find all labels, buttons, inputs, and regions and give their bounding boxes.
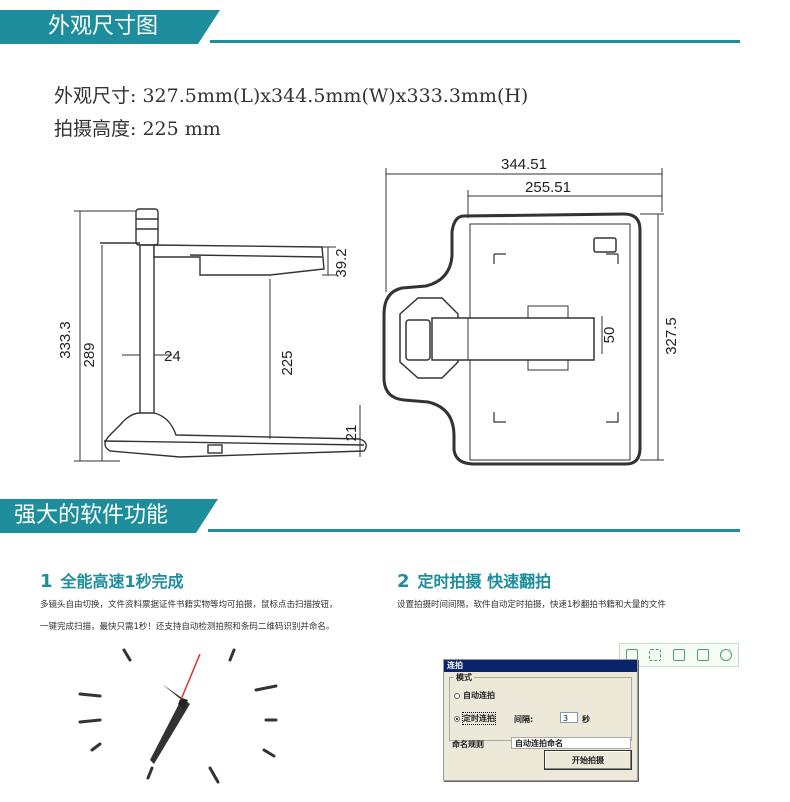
section-header-dimensions: 外观尺寸图 <box>0 10 740 44</box>
mode-group: 模式 <box>449 672 632 741</box>
section-rule <box>210 40 740 43</box>
side-view-drawing: 333.3 289 39.2 225 24 21 <box>60 208 367 462</box>
naming-field[interactable]: 自动连拍命名 <box>511 737 631 749</box>
interval-unit: 秒 <box>582 715 590 724</box>
feature-1-title: 1 全能高速1秒完成 <box>40 568 184 592</box>
feature-2-title: 2 定时拍摄 快速翻拍 <box>397 568 551 592</box>
spec-capture-height: 拍摄高度: 225 mm <box>54 118 221 140</box>
section-rule <box>208 529 740 532</box>
save-icon[interactable] <box>672 649 685 661</box>
dim-pole-width: 24 <box>164 348 181 365</box>
dim-total-width: 344.51 <box>501 156 547 173</box>
clock-illustration <box>78 648 278 784</box>
dim-total-length: 327.5 <box>663 317 680 355</box>
expand-icon[interactable] <box>649 649 662 661</box>
feature-number: 1 <box>40 571 53 592</box>
feature-number: 2 <box>397 571 410 592</box>
radio-auto-capture[interactable]: 自动连拍 <box>454 690 495 701</box>
desc-line: 一键完成扫描，最快只需1秒！还支持自动检测拍照和条码二维码识别并命名。 <box>40 622 335 632</box>
export-icon[interactable] <box>696 649 709 661</box>
start-capture-button[interactable]: 开始拍摄 <box>544 750 632 770</box>
spec-text: 外观尺寸: 327.5mm(L)x344.5mm(W)x333.3mm(H) 拍… <box>54 80 528 146</box>
radio-dot[interactable] <box>454 692 460 699</box>
dim-inner-width: 255.51 <box>525 179 571 196</box>
desc-line: 多镜头自由切换，文件资料票据证件书籍实物等均可拍摄，鼠标点击扫描按钮， <box>40 600 338 610</box>
dim-capture-height: 225 <box>279 350 296 375</box>
radio-label: 自动连拍 <box>463 691 495 700</box>
feature-1-desc: 多镜头自由切换，文件资料票据证件书籍实物等均可拍摄，鼠标点击扫描按钮， 一键完成… <box>40 594 338 638</box>
section-title: 强大的软件功能 <box>0 499 218 533</box>
feature-title-text: 全能高速1秒完成 <box>60 572 184 591</box>
interval-input[interactable]: 3 <box>560 712 578 723</box>
mode-group-label: 模式 <box>454 672 474 683</box>
feature-title-text: 定时拍摄 快速翻拍 <box>417 572 552 591</box>
desc-line: 设置拍摄时间间隔，软件自动定时拍摄，快速1秒翻拍书籍和大量的文件 <box>397 600 666 610</box>
radio-dot-selected[interactable] <box>454 715 460 722</box>
spec-dimensions: 外观尺寸: 327.5mm(L)x344.5mm(W)x333.3mm(H) <box>54 85 529 107</box>
dim-total-height: 333.3 <box>60 321 74 359</box>
interval-label: 间隔: <box>514 715 534 724</box>
feature-2-desc: 设置拍摄时间间隔，软件自动定时拍摄，快速1秒翻拍书籍和大量的文件 <box>397 594 666 616</box>
capture-toolbar <box>619 643 739 667</box>
section-title: 外观尺寸图 <box>0 10 220 44</box>
top-view-drawing: 344.51 255.51 327.5 50 <box>382 156 680 466</box>
gear-icon[interactable] <box>720 649 733 661</box>
radio-timed-capture[interactable]: 定时连拍 <box>454 712 496 725</box>
dialog-title: 连拍 <box>444 660 637 672</box>
dim-pole-height: 289 <box>81 342 98 367</box>
dim-arm-width: 50 <box>601 327 618 344</box>
section-header-software: 强大的软件功能 <box>0 499 740 533</box>
dim-base-height: 21 <box>343 425 360 442</box>
dim-arm-depth: 39.2 <box>333 248 350 277</box>
naming-label: 命名规则 <box>452 740 484 749</box>
continuous-capture-dialog: 连拍 模式 自动连拍 定时连拍 间隔: 3 秒 命名规则 自动连拍命名 开始拍摄 <box>443 659 638 781</box>
radio-label: 定时连拍 <box>462 712 496 725</box>
